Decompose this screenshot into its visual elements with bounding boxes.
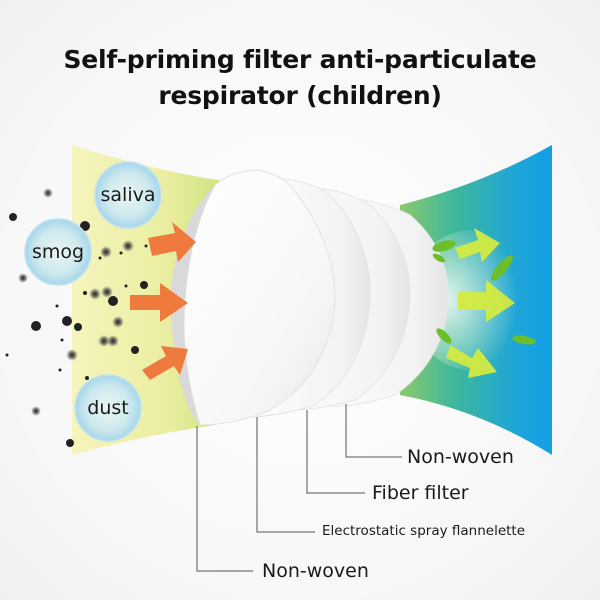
particle-dot-icon	[5, 213, 148, 447]
title-line-1: Self-priming filter anti-particulate	[63, 45, 537, 74]
pollutant-label-dust: dust	[87, 397, 129, 419]
leader-lines	[196, 404, 402, 572]
leader-line-outer	[196, 426, 253, 572]
layer-label-outer-non-woven: Non-woven	[262, 560, 369, 582]
particle-blur-icon	[18, 188, 134, 416]
orange-arrow-icon	[130, 222, 196, 380]
layer-label-electrostatic-spray-flannelette: Electrostatic spray flannelette	[322, 523, 526, 539]
yellow-arrow-icon	[446, 228, 515, 378]
bubble-saliva	[94, 161, 162, 229]
pollutant-label-smog: smog	[31, 241, 85, 263]
leader-line-fiber	[306, 410, 365, 494]
layer-label-inner-non-woven: Non-woven	[407, 446, 514, 468]
leader-line-inner	[345, 404, 402, 458]
page-title: Self-priming filter anti-particulate res…	[0, 42, 600, 114]
title-line-2: respirator (children)	[158, 81, 442, 110]
leader-line-electrostatic	[256, 417, 315, 533]
bubble-dust	[74, 374, 142, 442]
leaf-icon	[432, 240, 536, 345]
layer-label-fiber-filter: Fiber filter	[372, 482, 469, 504]
pollutant-label-saliva: saliva	[100, 184, 156, 206]
bubble-smog	[24, 218, 92, 286]
